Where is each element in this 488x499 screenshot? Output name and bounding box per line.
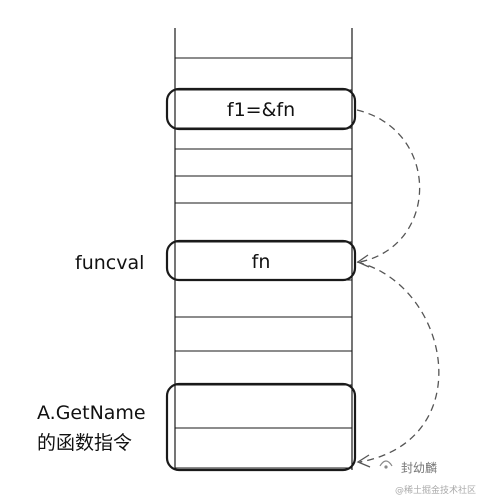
fn-cell-text: fn [252, 251, 271, 273]
getname-instructions-label: 的函数指令 [37, 432, 133, 454]
watermark-author: 封幼麟 [401, 461, 438, 475]
funcval-label: funcval [75, 252, 145, 274]
getname-block-highlight [165, 382, 357, 472]
f1-cell-highlight [165, 87, 357, 131]
getname-label: A.GetName [37, 402, 146, 424]
watermark-footer: @稀土掘金技术社区 [395, 486, 477, 496]
pointer-arrow-f1-to-fn [356, 109, 421, 263]
fn-cell-highlight [165, 239, 357, 282]
watermark-logo-icon [379, 460, 393, 469]
f1-cell-text: f1=&fn [227, 99, 295, 121]
arrowhead-icon [356, 454, 371, 468]
pointer-arrow-fn-to-getname [356, 261, 440, 463]
